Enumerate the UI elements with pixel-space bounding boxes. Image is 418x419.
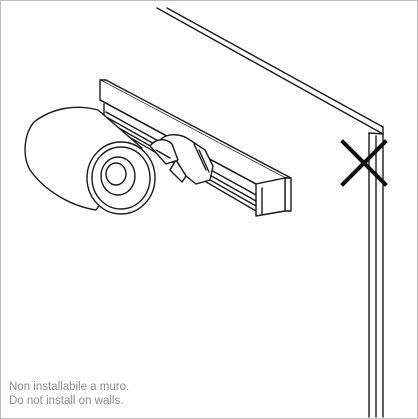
spotlight-body (24, 106, 156, 215)
track-adapter (149, 134, 214, 185)
cross-icon (340, 139, 388, 187)
caption-italian: Non installabile a muro. (9, 381, 130, 393)
installation-warning-caption: Non installabile a muro. Do not install … (9, 380, 129, 408)
caption-english: Do not install on walls. (9, 395, 124, 407)
wall-panel (156, 7, 384, 418)
track-rail (99, 79, 292, 217)
